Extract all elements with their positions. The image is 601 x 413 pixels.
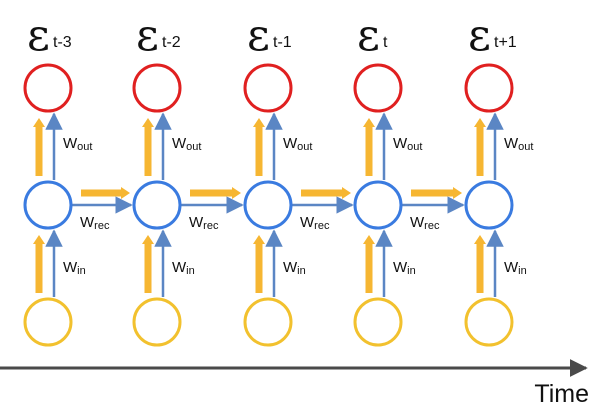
hidden-node-4 bbox=[464, 180, 514, 230]
label-w-in-1-main: W bbox=[172, 259, 187, 276]
label-w-out-0-main: W bbox=[63, 135, 78, 152]
label-w-out-4-main: W bbox=[504, 135, 519, 152]
gradient-arrow-out-1 bbox=[142, 118, 154, 176]
label-w-out-2-sub: out bbox=[297, 141, 312, 153]
label-w-in-0-main: W bbox=[63, 259, 78, 276]
error-symbol-3: ε bbox=[357, 10, 380, 61]
output-node-3 bbox=[353, 63, 403, 113]
gradient-arrow-recurrent-1 bbox=[190, 187, 241, 199]
gradient-arrow-out-3 bbox=[363, 118, 375, 176]
time-axis-label: Time bbox=[534, 380, 589, 408]
gradient-arrow-out-4 bbox=[474, 118, 486, 176]
gradient-arrow-in-4 bbox=[474, 235, 486, 293]
error-subscript-3: t bbox=[383, 34, 388, 51]
label-w-out-3: Wout bbox=[393, 135, 422, 153]
input-node-2 bbox=[243, 297, 293, 347]
input-node-0 bbox=[23, 297, 73, 347]
input-node-3 bbox=[353, 297, 403, 347]
hidden-node-0 bbox=[23, 180, 73, 230]
error-symbol-1: ε bbox=[136, 10, 159, 61]
label-w-in-2-sub: in bbox=[297, 265, 306, 277]
output-node-4 bbox=[464, 63, 514, 113]
label-w-rec-1-main: W bbox=[189, 214, 204, 231]
label-w-rec-2: Wrec bbox=[300, 214, 330, 232]
label-w-in-3-sub: in bbox=[407, 265, 416, 277]
error-symbol-4: ε bbox=[468, 10, 491, 61]
label-w-out-2-main: W bbox=[283, 135, 298, 152]
label-w-in-0: Win bbox=[63, 259, 86, 277]
label-w-rec-0: Wrec bbox=[80, 214, 110, 232]
gradient-arrow-in-3 bbox=[363, 235, 375, 293]
gradient-arrow-in-0 bbox=[33, 235, 45, 293]
label-w-out-1-sub: out bbox=[186, 141, 201, 153]
label-w-in-1: Win bbox=[172, 259, 195, 277]
label-w-rec-3-main: W bbox=[410, 214, 425, 231]
error-subscript-4: t+1 bbox=[494, 34, 517, 51]
label-w-rec-1-sub: rec bbox=[203, 220, 219, 232]
label-w-in-3-main: W bbox=[393, 259, 408, 276]
label-w-rec-3-sub: rec bbox=[424, 220, 440, 232]
error-subscript-1: t-2 bbox=[162, 34, 181, 51]
label-w-out-3-sub: out bbox=[407, 141, 422, 153]
label-w-rec-3: Wrec bbox=[410, 214, 440, 232]
label-w-in-1-sub: in bbox=[186, 265, 195, 277]
label-w-out-4: Wout bbox=[504, 135, 533, 153]
label-w-in-3: Win bbox=[393, 259, 416, 277]
label-w-in-4-main: W bbox=[504, 259, 519, 276]
error-symbol-0: ε bbox=[27, 10, 50, 61]
label-w-in-4: Win bbox=[504, 259, 527, 277]
error-subscript-0: t-3 bbox=[53, 34, 72, 51]
gradient-arrow-out-2 bbox=[253, 118, 265, 176]
label-w-out-1: Wout bbox=[172, 135, 201, 153]
error-subscript-2: t-1 bbox=[273, 34, 292, 51]
output-node-2 bbox=[243, 63, 293, 113]
label-w-out-3-main: W bbox=[393, 135, 408, 152]
input-node-1 bbox=[132, 297, 182, 347]
gradient-arrow-in-1 bbox=[142, 235, 154, 293]
label-w-rec-1: Wrec bbox=[189, 214, 219, 232]
label-w-in-4-sub: in bbox=[518, 265, 527, 277]
input-node-4 bbox=[464, 297, 514, 347]
label-w-out-0-sub: out bbox=[77, 141, 92, 153]
hidden-node-2 bbox=[243, 180, 293, 230]
output-node-1 bbox=[132, 63, 182, 113]
label-w-in-2: Win bbox=[283, 259, 306, 277]
gradient-arrow-recurrent-3 bbox=[411, 187, 462, 199]
hidden-node-1 bbox=[132, 180, 182, 230]
label-w-in-0-sub: in bbox=[77, 265, 86, 277]
gradient-arrow-recurrent-2 bbox=[301, 187, 351, 199]
error-symbol-2: ε bbox=[247, 10, 270, 61]
label-w-out-1-main: W bbox=[172, 135, 187, 152]
gradient-arrow-out-0 bbox=[33, 118, 45, 176]
gradient-arrow-in-2 bbox=[253, 235, 265, 293]
label-w-rec-0-sub: rec bbox=[94, 220, 110, 232]
gradient-arrow-recurrent-0 bbox=[81, 187, 130, 199]
label-w-rec-2-sub: rec bbox=[314, 220, 330, 232]
label-w-out-0: Wout bbox=[63, 135, 92, 153]
label-w-in-2-main: W bbox=[283, 259, 298, 276]
label-w-rec-2-main: W bbox=[300, 214, 315, 231]
hidden-node-3 bbox=[353, 180, 403, 230]
label-w-rec-0-main: W bbox=[80, 214, 95, 231]
label-w-out-2: Wout bbox=[283, 135, 312, 153]
output-node-0 bbox=[23, 63, 73, 113]
label-w-out-4-sub: out bbox=[518, 141, 533, 153]
